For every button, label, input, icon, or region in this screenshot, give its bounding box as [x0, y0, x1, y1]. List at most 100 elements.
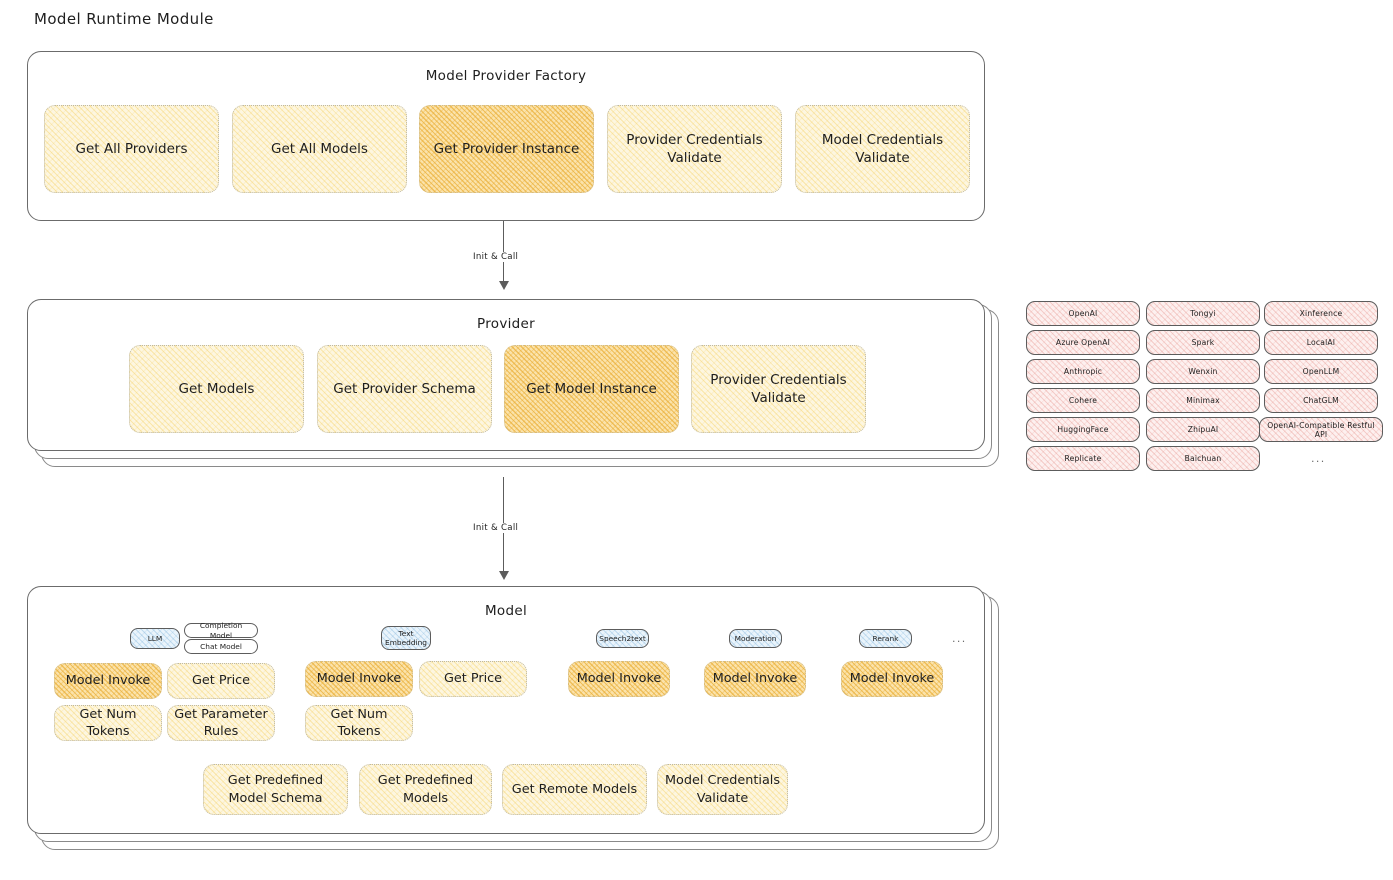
llm-card-model-invoke[interactable]: Model Invoke	[54, 663, 162, 699]
provider-chip-label: Minimax	[1186, 396, 1220, 405]
provider-card-provider-credentials-validate[interactable]: Provider Credentials Validate	[691, 345, 866, 433]
llm-card-get-parameter-rules[interactable]: Get Parameter Rules	[167, 705, 275, 741]
provider-chip-wenxin[interactable]: Wenxin	[1146, 359, 1260, 384]
factory-card-model-credentials-validate[interactable]: Model Credentials Validate	[795, 105, 970, 193]
provider-chip-label: ChatGLM	[1303, 396, 1339, 405]
model-subbadge-label: Completion Model	[199, 621, 243, 640]
model-badge-moderation[interactable]: Moderation	[729, 629, 782, 648]
model-common-card-label: Get Predefined Model Schema	[227, 773, 324, 806]
text-embedding-card-label: Get Price	[443, 671, 503, 687]
provider-chip-tongyi[interactable]: Tongyi	[1146, 301, 1260, 326]
model-title: Model	[484, 603, 528, 619]
llm-card-get-num-tokens[interactable]: Get Num Tokens	[54, 705, 162, 741]
provider-chip-anthropic[interactable]: Anthropic	[1026, 359, 1140, 384]
llm-card-get-price[interactable]: Get Price	[167, 663, 275, 699]
provider-chip-label: OpenAI	[1068, 309, 1098, 318]
factory-card-label: Model Credentials Validate	[821, 131, 944, 166]
factory-card-get-provider-instance[interactable]: Get Provider Instance	[419, 105, 594, 193]
provider-title: Provider	[477, 316, 535, 332]
arrow-factory-to-provider-label: Init & Call	[470, 252, 522, 262]
rerank-card-label: Model Invoke	[849, 671, 935, 687]
provider-card-label: Get Provider Schema	[333, 380, 476, 397]
provider-chip-label: Tongyi	[1190, 309, 1216, 318]
provider-chip-label: OpenLLM	[1302, 367, 1340, 376]
provider-chip-label: Wenxin	[1188, 367, 1218, 376]
model-common-card-get-predefined-model-schema[interactable]: Get Predefined Model Schema	[203, 764, 348, 815]
provider-chip-baichuan[interactable]: Baichuan	[1146, 446, 1260, 471]
factory-card-label: Get Provider Instance	[433, 140, 580, 157]
provider-chip-label: Anthropic	[1063, 367, 1103, 376]
provider-card-label: Get Models	[178, 380, 255, 397]
provider-chip-label: Baichuan	[1184, 454, 1222, 463]
factory-card-label: Provider Credentials Validate	[626, 131, 763, 166]
provider-chip-zhipuai[interactable]: ZhipuAI	[1146, 417, 1260, 442]
text-embedding-card-label: Get Num Tokens	[330, 706, 388, 739]
model-badge-label: Rerank	[872, 633, 899, 643]
model-badge-label: Speech2text	[599, 633, 646, 643]
provider-chip-localai[interactable]: LocalAI	[1264, 330, 1378, 355]
llm-card-label: Get Num Tokens	[79, 706, 137, 739]
model-badge-label: LLM	[147, 633, 163, 643]
page-title: Model Runtime Module	[34, 10, 214, 28]
model-common-card-get-remote-models[interactable]: Get Remote Models	[502, 764, 647, 815]
factory-card-label: Get All Providers	[75, 140, 188, 157]
model-common-card-label: Get Remote Models	[511, 781, 638, 797]
provider-chip-label: OpenAI-Compatible Restful API	[1267, 420, 1375, 439]
provider-chip-openai[interactable]: OpenAI	[1026, 301, 1140, 326]
provider-card-get-model-instance[interactable]: Get Model Instance	[504, 345, 679, 433]
text-embedding-card-get-num-tokens[interactable]: Get Num Tokens	[305, 705, 413, 741]
factory-card-label: Get All Models	[271, 140, 368, 157]
model-badge-text-embedding[interactable]: Text Embedding	[381, 626, 431, 650]
factory-card-get-all-models[interactable]: Get All Models	[232, 105, 407, 193]
provider-chip-openai-compatible-restful-api[interactable]: OpenAI-Compatible Restful API	[1259, 417, 1383, 442]
model-common-card-label: Model Credentials Validate	[664, 773, 781, 806]
moderation-card-label: Model Invoke	[712, 671, 798, 687]
arrow-provider-to-model-head	[499, 571, 509, 580]
speech2text-card-label: Model Invoke	[576, 671, 662, 687]
llm-card-label: Model Invoke	[65, 673, 151, 689]
model-provider-factory-title: Model Provider Factory	[425, 68, 587, 84]
factory-card-provider-credentials-validate[interactable]: Provider Credentials Validate	[607, 105, 782, 193]
model-subbadge-chat-model[interactable]: Chat Model	[184, 639, 258, 654]
model-groups-more: ...	[952, 632, 967, 645]
provider-chip-xinference[interactable]: Xinference	[1264, 301, 1378, 326]
provider-chip-label: Replicate	[1064, 454, 1102, 463]
speech2text-card-model-invoke[interactable]: Model Invoke	[568, 661, 670, 697]
provider-chip-chatglm[interactable]: ChatGLM	[1264, 388, 1378, 413]
model-badge-rerank[interactable]: Rerank	[859, 629, 912, 648]
provider-chip-label: HuggingFace	[1057, 425, 1109, 434]
model-badge-llm[interactable]: LLM	[130, 628, 180, 649]
factory-card-get-all-providers[interactable]: Get All Providers	[44, 105, 219, 193]
provider-chip-minimax[interactable]: Minimax	[1146, 388, 1260, 413]
text-embedding-card-model-invoke[interactable]: Model Invoke	[305, 661, 413, 697]
model-common-card-label: Get Predefined Models	[377, 773, 474, 806]
provider-chip-huggingface[interactable]: HuggingFace	[1026, 417, 1140, 442]
model-badge-speech2text[interactable]: Speech2text	[596, 629, 649, 648]
llm-card-label: Get Parameter Rules	[174, 706, 268, 739]
text-embedding-card-get-price[interactable]: Get Price	[419, 661, 527, 697]
provider-card-get-models[interactable]: Get Models	[129, 345, 304, 433]
provider-chip-label: Cohere	[1068, 396, 1098, 405]
provider-card-label: Provider Credentials Validate	[710, 371, 847, 406]
provider-chip-replicate[interactable]: Replicate	[1026, 446, 1140, 471]
arrow-provider-to-model-label: Init & Call	[470, 523, 522, 533]
provider-chip-azure-openai[interactable]: Azure OpenAI	[1026, 330, 1140, 355]
provider-chip-label: Spark	[1191, 338, 1215, 347]
provider-chip-label: LocalAI	[1306, 338, 1336, 347]
provider-chip-spark[interactable]: Spark	[1146, 330, 1260, 355]
rerank-card-model-invoke[interactable]: Model Invoke	[841, 661, 943, 697]
arrow-factory-to-provider-head	[499, 281, 509, 290]
provider-chip-label: ZhipuAI	[1187, 425, 1219, 434]
provider-card-label: Get Model Instance	[526, 380, 657, 397]
model-common-card-get-predefined-models[interactable]: Get Predefined Models	[359, 764, 492, 815]
provider-chip-openllm[interactable]: OpenLLM	[1264, 359, 1378, 384]
model-subbadge-label: Chat Model	[200, 641, 242, 651]
provider-chip-cohere[interactable]: Cohere	[1026, 388, 1140, 413]
model-subbadge-completion-model[interactable]: Completion Model	[184, 621, 258, 640]
moderation-card-model-invoke[interactable]: Model Invoke	[704, 661, 806, 697]
model-badge-label: Moderation	[734, 633, 777, 643]
provider-card-get-provider-schema[interactable]: Get Provider Schema	[317, 345, 492, 433]
model-badge-label: Text Embedding	[385, 628, 427, 647]
model-common-card-model-credentials-validate[interactable]: Model Credentials Validate	[657, 764, 788, 815]
